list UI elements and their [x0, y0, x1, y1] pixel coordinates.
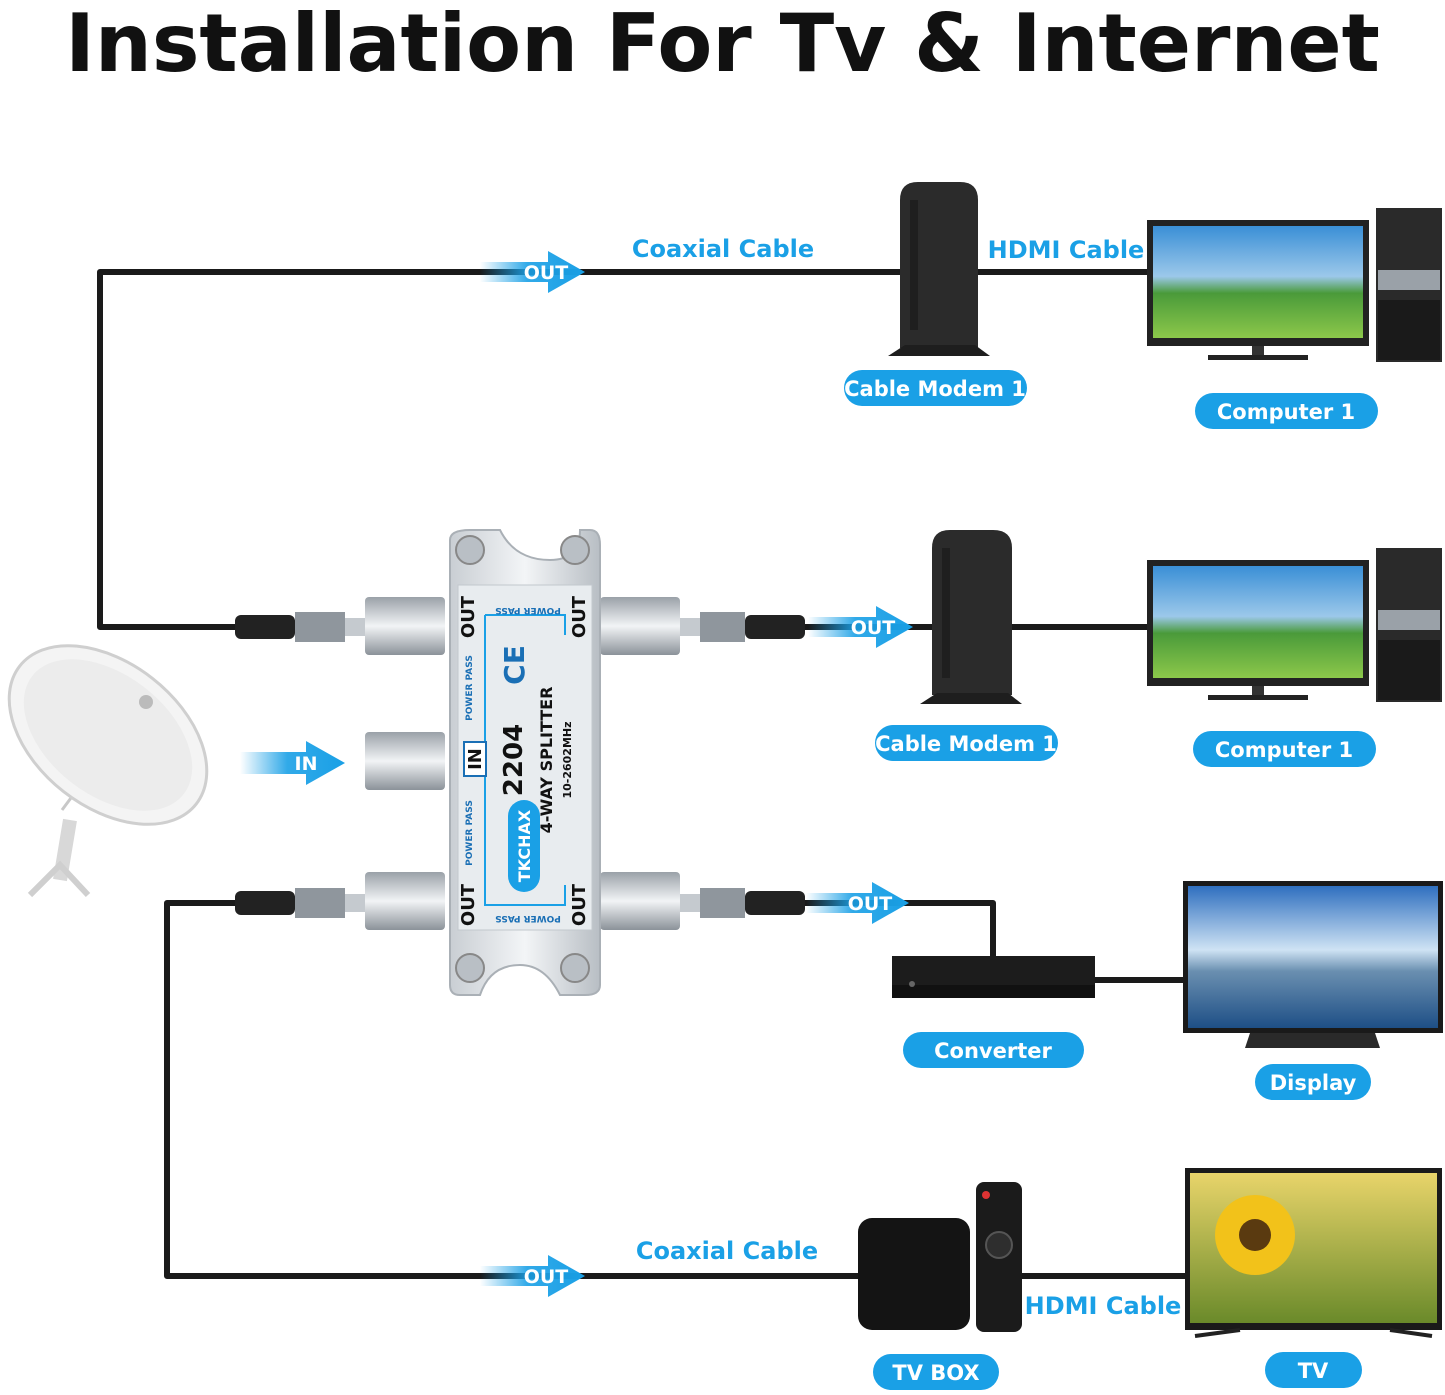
label-computer-2: Computer 1: [1193, 731, 1376, 767]
converter-device: [892, 956, 1095, 998]
label-cable-modem-1-text: Cable Modem 1: [844, 377, 1026, 401]
computer-2-tower: [1376, 548, 1442, 702]
connector-right-bottom: [680, 888, 805, 918]
ce-mark: CE: [498, 645, 531, 685]
label-display: Display: [1255, 1064, 1371, 1100]
arrow-out-bottom-label: OUT: [524, 1266, 569, 1288]
tv-box-device: [858, 1218, 970, 1330]
label-computer-2-text: Computer 1: [1215, 738, 1353, 762]
splitter-brand: TKCHAX: [515, 809, 534, 882]
arrow-out-converter-label: OUT: [848, 893, 893, 915]
splitter-in-label: IN: [465, 748, 486, 770]
splitter-freq: 10-2602MHz: [561, 721, 574, 798]
power-pass-label: POWER PASS: [495, 605, 561, 615]
label-computer-1: Computer 1: [1195, 393, 1378, 429]
splitter-type: 4-WAY SPLITTER: [537, 687, 556, 834]
splitter-model: 2204: [499, 724, 529, 796]
label-display-text: Display: [1270, 1071, 1357, 1095]
screw-icon: [455, 953, 485, 983]
remote-control-icon: [976, 1182, 1022, 1332]
splitter: OUT OUT OUT OUT POWER PASS POWER PASS PO…: [365, 529, 680, 996]
arrow-out-converter: OUT: [806, 882, 909, 924]
hdmi-cable-label-bottom: HDMI Cable: [1025, 1292, 1182, 1320]
splitter-out-label: OUT: [569, 595, 590, 638]
connector-left-bottom: [235, 888, 365, 918]
cable-modem-1-device: [888, 182, 990, 356]
port-out-4: [600, 872, 680, 930]
label-cable-modem-2: Cable Modem 1: [875, 725, 1058, 761]
tv-device: [1185, 1168, 1442, 1338]
arrow-out-mid: OUT: [808, 606, 913, 648]
power-pass-label: POWER PASS: [465, 800, 475, 866]
screw-icon: [560, 535, 590, 565]
label-tv-box: TV BOX: [873, 1354, 999, 1390]
screw-icon: [560, 953, 590, 983]
arrow-in: IN: [240, 741, 345, 785]
splitter-out-label: OUT: [569, 883, 590, 926]
power-pass-label: POWER PASS: [495, 913, 561, 923]
label-tv-text: TV: [1298, 1359, 1329, 1383]
coaxial-cable-label-bottom: Coaxial Cable: [636, 1237, 818, 1265]
label-cable-modem-1: Cable Modem 1: [844, 370, 1027, 406]
label-tv: TV: [1265, 1352, 1362, 1388]
connector-left-top: [235, 612, 365, 642]
arrow-out-top-label: OUT: [524, 262, 569, 284]
label-cable-modem-2-text: Cable Modem 1: [875, 732, 1057, 756]
computer-1-tower: [1376, 208, 1442, 362]
hdmi-cable-label-top: HDMI Cable: [988, 236, 1145, 264]
computer-2-monitor: [1147, 560, 1369, 700]
splitter-out-label: OUT: [458, 595, 479, 638]
port-out-2: [600, 597, 680, 655]
arrow-out-top: OUT: [480, 251, 585, 293]
label-computer-1-text: Computer 1: [1217, 400, 1355, 424]
port-out-1: [365, 597, 445, 655]
arrow-out-bottom: OUT: [480, 1255, 585, 1297]
label-converter-text: Converter: [934, 1039, 1052, 1063]
port-in: [365, 732, 445, 790]
splitter-out-label: OUT: [458, 883, 479, 926]
cable-modem-2-device: [920, 530, 1022, 704]
computer-1-monitor: [1147, 220, 1369, 360]
display-device: [1183, 881, 1443, 1048]
power-pass-label: POWER PASS: [465, 655, 475, 721]
port-out-3: [365, 872, 445, 930]
arrow-out-mid-label: OUT: [851, 617, 896, 639]
satellite-dish-icon: [7, 644, 209, 898]
page-title: Installation For Tv & Internet: [65, 0, 1380, 90]
label-converter: Converter: [903, 1032, 1084, 1068]
coaxial-cable-label-top: Coaxial Cable: [632, 235, 814, 263]
label-tv-box-text: TV BOX: [892, 1361, 979, 1385]
screw-icon: [455, 535, 485, 565]
arrow-in-label: IN: [295, 753, 318, 775]
connector-right-top: [680, 612, 805, 642]
